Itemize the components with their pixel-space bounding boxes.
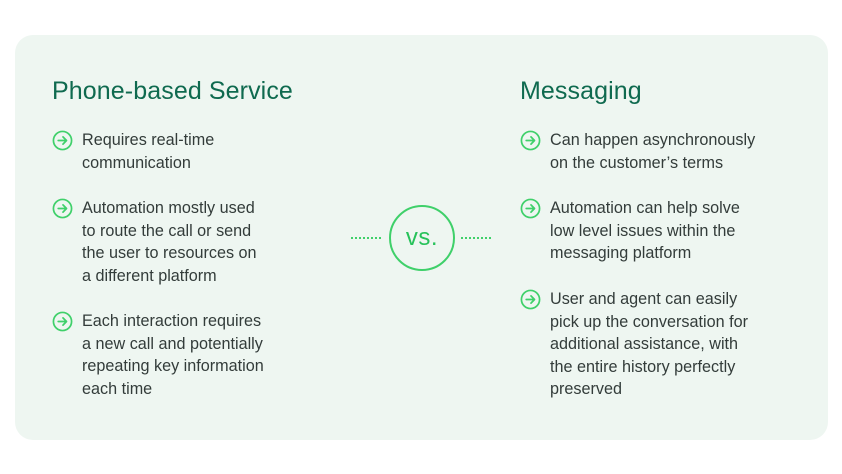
circle-arrow-right-icon (52, 198, 73, 219)
list-item-text: Automation can help solve low level issu… (550, 197, 740, 265)
list-item: Automation can help solve low level issu… (520, 197, 740, 265)
text-line: Can happen asynchronously (550, 131, 756, 149)
circle-arrow-right-icon (520, 198, 541, 219)
circle-arrow-right-icon (520, 289, 541, 310)
text-line: additional assistance, with (550, 335, 739, 353)
dotted-connector-right (461, 237, 491, 239)
list-item-text: Automation mostly used to route the call… (82, 197, 257, 287)
list-item-text: Can happen asynchronously on the custome… (550, 129, 755, 174)
list-item: Can happen asynchronously on the custome… (520, 129, 755, 174)
text-line: the user to resources on (82, 244, 257, 262)
list-item: User and agent can easily pick up the co… (520, 288, 748, 401)
text-line: communication (82, 153, 191, 172)
messaging-title: Messaging (520, 77, 642, 105)
vs-label: vs. (405, 224, 439, 251)
text-line: repeating key information (82, 357, 264, 375)
list-item-text: User and agent can easily pick up the co… (550, 288, 748, 401)
text-line: Requires real-time (82, 131, 215, 149)
dotted-connector-left (351, 237, 381, 239)
text-line: preserved (550, 380, 622, 398)
text-line: the entire history perfectly (550, 357, 736, 376)
text-line: a new call and potentially (82, 334, 263, 353)
list-item: Requires real-time communication (52, 129, 214, 174)
text-line: Automation can help solve (550, 199, 740, 217)
text-line: pick up the conversation for (550, 312, 748, 331)
vs-badge: vs. (389, 205, 455, 271)
vs-divider: vs. (351, 205, 491, 271)
text-line: a different platform (82, 266, 217, 285)
text-line: to route the call or send (82, 221, 252, 240)
list-item: Each interaction requires a new call and… (52, 310, 264, 400)
text-line: Each interaction requires (82, 312, 262, 330)
list-item: Automation mostly used to route the call… (52, 197, 257, 287)
circle-arrow-right-icon (52, 130, 73, 151)
text-line: on the customer’s terms (550, 153, 724, 172)
list-item-text: Each interaction requires a new call and… (82, 310, 264, 400)
text-line: each time (82, 379, 153, 398)
text-line: User and agent can easily (550, 290, 738, 308)
comparison-card: Phone-based Service Requires real-time c… (15, 35, 828, 440)
circle-arrow-right-icon (520, 130, 541, 151)
text-line: messaging platform (550, 244, 692, 262)
phone-service-title: Phone-based Service (52, 77, 293, 105)
list-item-text: Requires real-time communication (82, 129, 214, 174)
text-line: Automation mostly used (82, 199, 255, 217)
circle-arrow-right-icon (52, 311, 73, 332)
text-line: low level issues within the (550, 221, 736, 240)
